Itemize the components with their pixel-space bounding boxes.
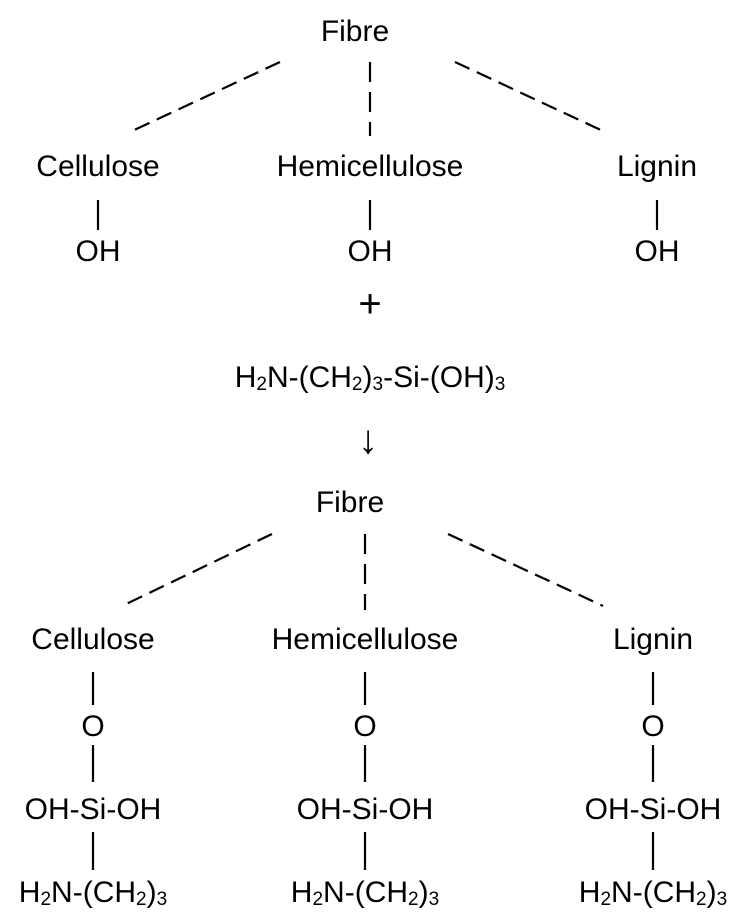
fibre-label-bottom: Fibre bbox=[315, 486, 385, 519]
cellulose-oxygen: O bbox=[81, 710, 105, 743]
amine-sub-3: 3 bbox=[716, 888, 728, 910]
reagent-sub-2: 2 bbox=[256, 373, 267, 395]
amine-n-ch: N-(CH bbox=[611, 876, 697, 909]
dashed-branch-cellulose-bottom bbox=[121, 533, 273, 607]
hemicellulose-oxygen: O bbox=[353, 710, 377, 743]
reagent-sub-3b: 3 bbox=[494, 373, 506, 395]
lignin-label-top: Lignin bbox=[616, 150, 698, 183]
amine-sub-3: 3 bbox=[428, 888, 440, 910]
amine-sub-2b: 2 bbox=[696, 888, 707, 910]
reagent-sub-3: 3 bbox=[372, 373, 384, 395]
amine-sub-3: 3 bbox=[156, 888, 168, 910]
hemicellulose-label-bottom: Hemicellulose bbox=[271, 623, 459, 656]
hemicellulose-silanol: OH-Si-OH bbox=[296, 793, 434, 826]
hemicellulose-amine: H2N-(CH2)3 bbox=[290, 876, 440, 910]
cellulose-silanol: OH-Si-OH bbox=[24, 793, 162, 826]
dashed-branch-cellulose-top bbox=[129, 61, 281, 133]
amine-close: ) bbox=[146, 876, 157, 909]
reagent-si-oh: -Si-(OH) bbox=[383, 361, 495, 394]
hemicellulose-oh-top: OH bbox=[347, 235, 393, 268]
plus-sign: + bbox=[358, 282, 382, 326]
amine-sub-2: 2 bbox=[600, 888, 612, 910]
hemicellulose-label-top: Hemicellulose bbox=[276, 150, 464, 183]
amine-h: H bbox=[18, 876, 41, 909]
amine-h: H bbox=[290, 876, 313, 909]
cellulose-label-top: Cellulose bbox=[36, 150, 160, 183]
amine-close: ) bbox=[706, 876, 717, 909]
amine-sub-2b: 2 bbox=[408, 888, 419, 910]
lignin-label-bottom: Lignin bbox=[612, 623, 694, 656]
amine-sub-2b: 2 bbox=[136, 888, 147, 910]
amine-n-ch: N-(CH bbox=[51, 876, 137, 909]
amine-close: ) bbox=[418, 876, 429, 909]
lignin-amine: H2N-(CH2)3 bbox=[578, 876, 728, 910]
lignin-silanol: OH-Si-OH bbox=[584, 793, 722, 826]
amine-sub-2: 2 bbox=[40, 888, 52, 910]
amine-n-ch: N-(CH bbox=[323, 876, 409, 909]
reagent-close: ) bbox=[362, 361, 373, 394]
fibre-label-top: Fibre bbox=[320, 15, 390, 48]
dashed-branch-lignin-top bbox=[454, 61, 606, 133]
reaction-arrow: ↓ bbox=[358, 418, 378, 462]
lignin-oxygen: O bbox=[641, 710, 665, 743]
reagent-n-ch: N-(CH bbox=[266, 361, 352, 394]
cellulose-label-bottom: Cellulose bbox=[31, 623, 155, 656]
cellulose-amine: H2N-(CH2)3 bbox=[18, 876, 168, 910]
amine-sub-2: 2 bbox=[312, 888, 324, 910]
amine-h: H bbox=[578, 876, 601, 909]
aminopropylsilanetriol-formula: H2N-(CH2)3-Si-(OH)3 bbox=[234, 361, 506, 395]
dashed-branch-lignin-bottom bbox=[447, 533, 604, 607]
reagent-sub-2b: 2 bbox=[351, 373, 363, 395]
reagent-h: H bbox=[234, 361, 257, 394]
cellulose-oh-top: OH bbox=[75, 235, 121, 268]
lignin-oh-top: OH bbox=[634, 235, 680, 268]
